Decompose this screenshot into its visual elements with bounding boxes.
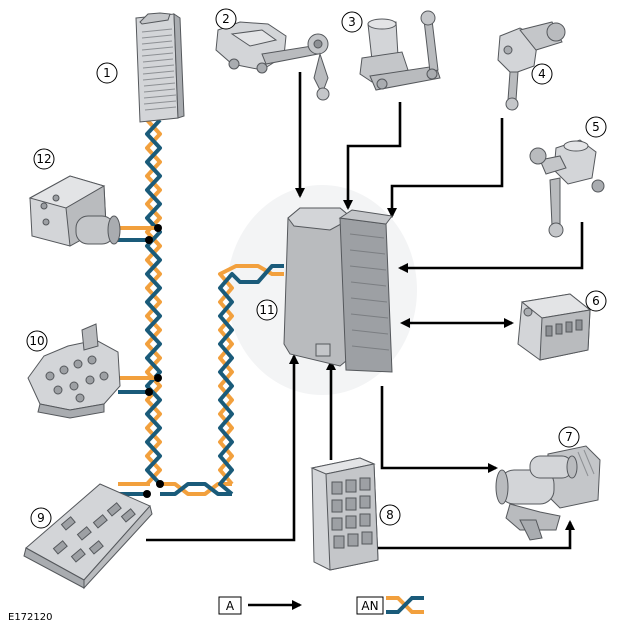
callout-circle [215, 8, 237, 30]
bus-wire-blue-bottom [160, 482, 232, 496]
callout-number: 7 [565, 430, 573, 444]
bus-junction [145, 388, 153, 396]
callout-number: 5 [592, 120, 600, 134]
bus-junction [154, 374, 162, 382]
callout-number: 11 [259, 303, 274, 317]
abs-module-icon [28, 175, 121, 247]
callout-circle [585, 116, 607, 138]
component-2-sensor: 2 [215, 8, 330, 101]
callout-number: 3 [348, 15, 356, 29]
callout-circle [256, 299, 278, 321]
callout-number: 12 [36, 152, 51, 166]
signal-arrows [146, 72, 584, 550]
bus-wire-blue-right [218, 264, 284, 496]
arrow-11-to-7 [380, 386, 498, 473]
bus-junction [145, 236, 153, 244]
callout-number: 9 [37, 511, 45, 525]
callout-circle [379, 504, 401, 526]
legend-box-an [356, 596, 384, 615]
bus-junction [154, 224, 162, 232]
callout-circle [341, 11, 363, 33]
control-module-icon [283, 207, 393, 373]
bus-wire-orange-main [145, 118, 162, 486]
component-10-valve-body: 10 [26, 323, 121, 419]
callout-circle [558, 426, 580, 448]
component-12-abs-module: 12 [28, 148, 121, 247]
callout-circle [585, 290, 607, 312]
bus-junction [156, 480, 164, 488]
valve-block-icon [517, 293, 592, 361]
component-8-fuse-box: 8 [310, 457, 401, 571]
height-sensor-icon [497, 21, 566, 111]
callout-number: 2 [222, 12, 230, 26]
callout-number: 1 [103, 66, 111, 80]
module-icon [135, 12, 185, 123]
bus-wire-blue-main [145, 118, 162, 486]
component-11-control-module: 11 [256, 207, 393, 373]
callout-circle [531, 63, 553, 85]
callout-number: 4 [538, 67, 546, 81]
height-sensor-icon [215, 21, 330, 101]
component-4-sensor: 4 [497, 21, 566, 111]
component-9-junction-box: 9 [23, 483, 153, 590]
callout-circle [30, 507, 52, 529]
legend-bus-blue [386, 596, 424, 614]
callout-number: 8 [386, 508, 394, 522]
legend-box-a [218, 596, 242, 615]
height-sensor-icon [529, 139, 605, 238]
component-1-module: 1 [96, 12, 185, 123]
legend-label-a: A [226, 599, 235, 613]
legend-label-an: AN [361, 599, 378, 613]
component-5-sensor: 5 [529, 116, 607, 238]
valve-body-icon [27, 323, 121, 419]
junction-box-icon [23, 483, 153, 590]
bus-junction [143, 490, 151, 498]
compressor-icon [495, 445, 601, 541]
callout-number: 6 [592, 294, 600, 308]
arrow-8-to-7 [378, 520, 575, 550]
component-3-sensor: 3 [341, 10, 441, 91]
callout-circle [33, 148, 55, 170]
arrow-3-to-11 [343, 102, 402, 210]
fuse-box-icon [310, 457, 379, 571]
component-7-compressor: 7 [495, 426, 601, 541]
figure-code: E172120 [8, 612, 53, 623]
arrow-4-to-11 [387, 118, 504, 218]
callout-circle [96, 62, 118, 84]
arrow-9-to-11 [146, 354, 299, 542]
legend-arrow: A [218, 596, 302, 615]
arrow-5-to-11 [398, 222, 584, 273]
legend-bus: AN [356, 596, 424, 615]
component-6-valve-block: 6 [517, 290, 607, 361]
bus-junctions [143, 224, 164, 498]
callout-circle [26, 330, 48, 352]
callout-number: 10 [29, 334, 44, 348]
height-sensor-icon [359, 10, 441, 91]
